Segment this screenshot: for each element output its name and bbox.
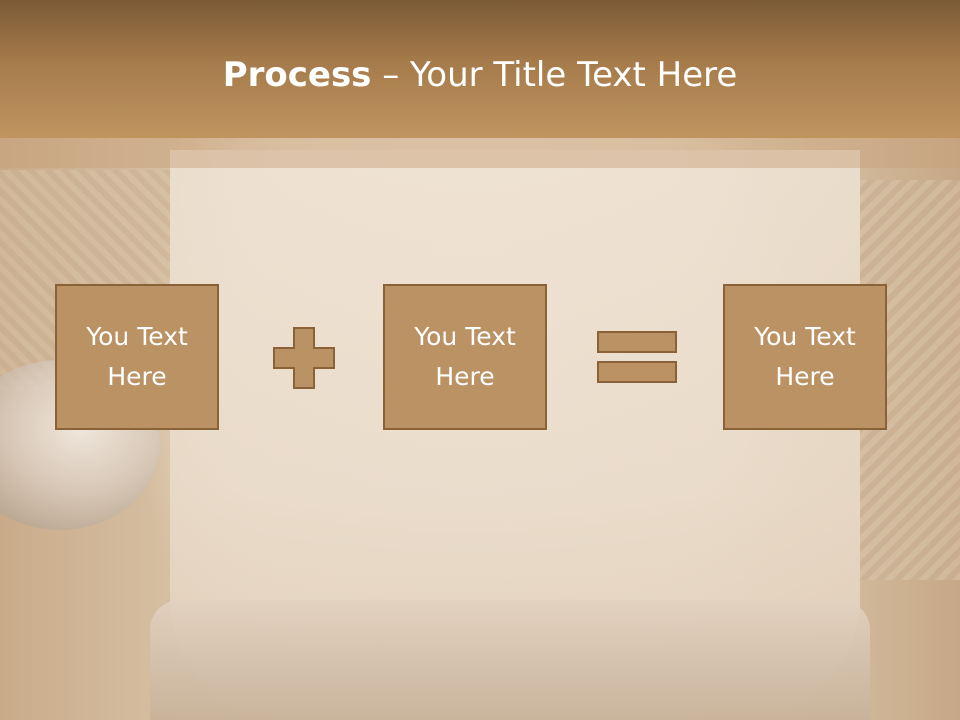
equals-icon bbox=[597, 331, 677, 383]
process-box-2-text: You Text Here bbox=[414, 317, 516, 397]
slide-title: Process – Your Title Text Here bbox=[0, 52, 960, 98]
title-bold: Process bbox=[222, 55, 372, 95]
process-box-1-text: You Text Here bbox=[86, 317, 188, 397]
process-box-2[interactable]: You Text Here bbox=[383, 284, 547, 430]
process-box-1-line2: Here bbox=[107, 362, 167, 391]
process-box-2-line2: Here bbox=[435, 362, 495, 391]
process-box-3-line2: Here bbox=[775, 362, 835, 391]
process-box-3-line1: You Text bbox=[754, 322, 856, 351]
process-box-1-line1: You Text bbox=[86, 322, 188, 351]
glass-base-image bbox=[150, 600, 870, 720]
process-box-1[interactable]: You Text Here bbox=[55, 284, 219, 430]
process-box-3-text: You Text Here bbox=[754, 317, 856, 397]
process-box-3[interactable]: You Text Here bbox=[723, 284, 887, 430]
process-box-2-line1: You Text bbox=[414, 322, 516, 351]
plus-icon bbox=[273, 327, 335, 389]
title-bar-band bbox=[0, 138, 960, 168]
title-rest: – Your Title Text Here bbox=[371, 55, 738, 95]
title-bar bbox=[0, 0, 960, 138]
